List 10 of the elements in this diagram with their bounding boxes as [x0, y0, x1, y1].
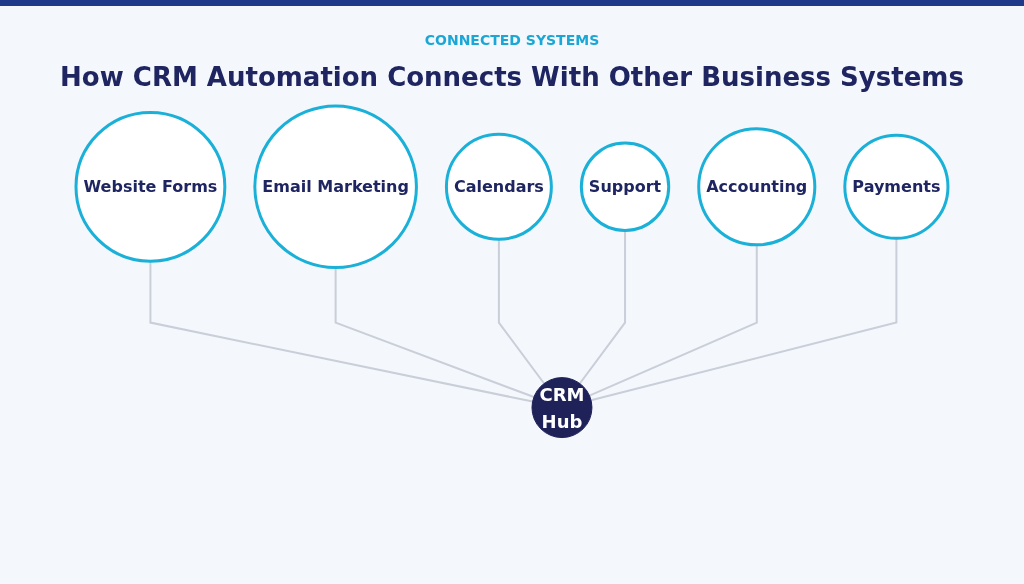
node-circle: CRM Hub — [531, 377, 593, 439]
node-circle: Support — [579, 141, 671, 232]
connector — [149, 260, 534, 403]
node-circle: Website Forms — [74, 110, 227, 263]
node-circle: Calendars — [444, 132, 553, 241]
node-circle: Email Marketing — [253, 104, 418, 270]
node-circle: Accounting — [697, 127, 817, 247]
node-circle: Payments — [843, 133, 950, 240]
section-label: CONNECTED SYSTEMS — [423, 32, 601, 48]
title: How CRM Automation Connects With Other Business Systems — [59, 62, 965, 92]
